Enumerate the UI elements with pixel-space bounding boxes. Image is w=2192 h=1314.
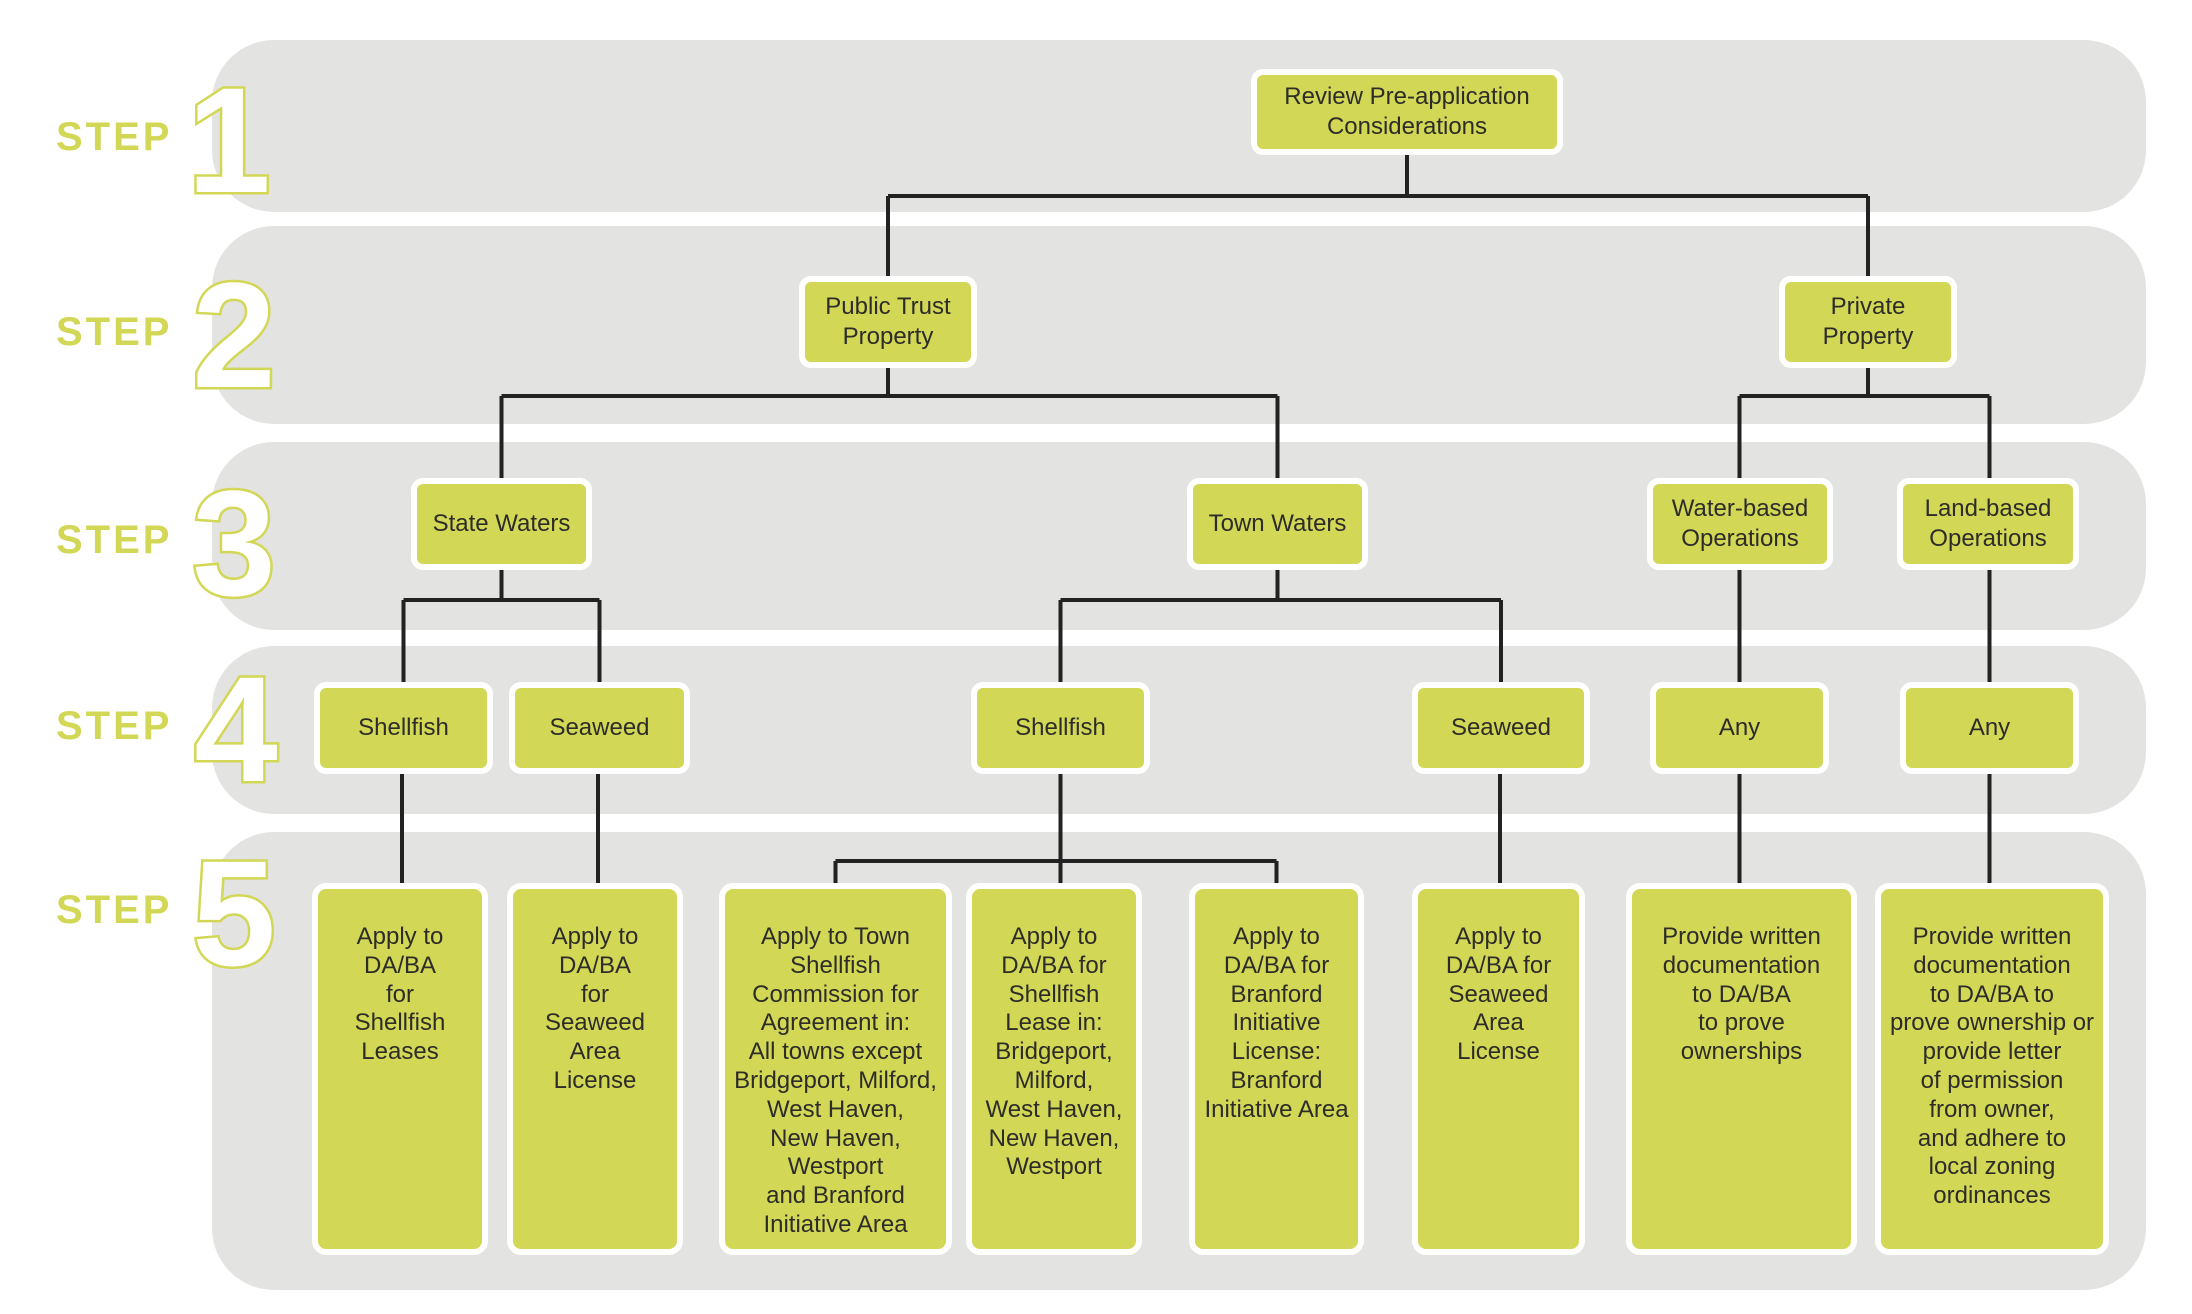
node-provide-documentation-land: Provide written documentation to DA/BA t… — [1875, 883, 2109, 1255]
node-apply-seaweed-area-license-state: Apply to DA/BA for Seaweed Area License — [507, 883, 683, 1255]
step-word-1: STEP — [56, 115, 173, 159]
node-shellfish-town: Shellfish — [971, 682, 1150, 774]
step-number-2: 2 — [190, 249, 278, 418]
node-shellfish-state: Shellfish — [314, 682, 493, 774]
svg-text:2: 2 — [193, 251, 276, 417]
step-label-4: STEP 4 — [56, 641, 304, 812]
connector-step4-straights — [400, 770, 1992, 885]
node-public-trust-property: Public Trust Property — [799, 276, 977, 368]
svg-text:4: 4 — [195, 645, 278, 811]
step-number-1: 1 — [185, 54, 273, 223]
connector-town-shellfish-split — [833, 770, 1279, 885]
step-number-3: 3 — [190, 457, 278, 626]
connector-operations-straight — [1737, 568, 1992, 684]
step-label-1: STEP 1 — [56, 52, 304, 223]
node-seaweed-town: Seaweed — [1412, 682, 1590, 774]
connector-step1-to-step2 — [886, 150, 1870, 278]
step-label-3: STEP 3 — [56, 455, 304, 626]
node-any-water: Any — [1650, 682, 1829, 774]
step-word-4: STEP — [56, 704, 173, 748]
step-number-5: 5 — [190, 827, 278, 996]
node-review-pre-application: Review Pre-application Considerations — [1251, 69, 1563, 155]
node-town-waters: Town Waters — [1187, 478, 1368, 570]
connector-private-split — [1737, 364, 1992, 480]
connector-public-trust-split — [499, 364, 1280, 480]
step-label-5: STEP 5 — [56, 825, 304, 996]
step-word-2: STEP — [56, 310, 173, 354]
node-land-based-operations: Land-based Operations — [1897, 478, 2079, 570]
svg-text:5: 5 — [193, 829, 276, 995]
node-apply-town-shellfish-commission: Apply to Town Shellfish Commission for A… — [719, 883, 952, 1255]
node-water-based-operations: Water-based Operations — [1647, 478, 1833, 570]
step-number-4: 4 — [192, 643, 280, 812]
node-seaweed-state: Seaweed — [509, 682, 690, 774]
step-band-1 — [212, 40, 2146, 212]
connector-state-waters-split — [401, 568, 602, 684]
step-label-2: STEP 2 — [56, 247, 304, 418]
node-any-land: Any — [1900, 682, 2079, 774]
svg-text:3: 3 — [193, 459, 276, 625]
connector-town-waters-split — [1058, 568, 1503, 684]
node-apply-seaweed-area-license-town: Apply to DA/BA for Seaweed Area License — [1412, 883, 1585, 1255]
node-state-waters: State Waters — [411, 478, 592, 570]
node-apply-branford-initiative-license: Apply to DA/BA for Branford Initiative L… — [1189, 883, 1364, 1255]
node-apply-daba-shellfish-lease: Apply to DA/BA for Shellfish Lease in: B… — [966, 883, 1142, 1255]
node-apply-shellfish-leases: Apply to DA/BA for Shellfish Leases — [312, 883, 488, 1255]
step-word-5: STEP — [56, 888, 173, 932]
step-word-3: STEP — [56, 518, 173, 562]
node-private-property: Private Property — [1779, 276, 1957, 368]
svg-text:1: 1 — [188, 56, 271, 222]
node-provide-documentation-water: Provide written documentation to DA/BA t… — [1626, 883, 1857, 1255]
